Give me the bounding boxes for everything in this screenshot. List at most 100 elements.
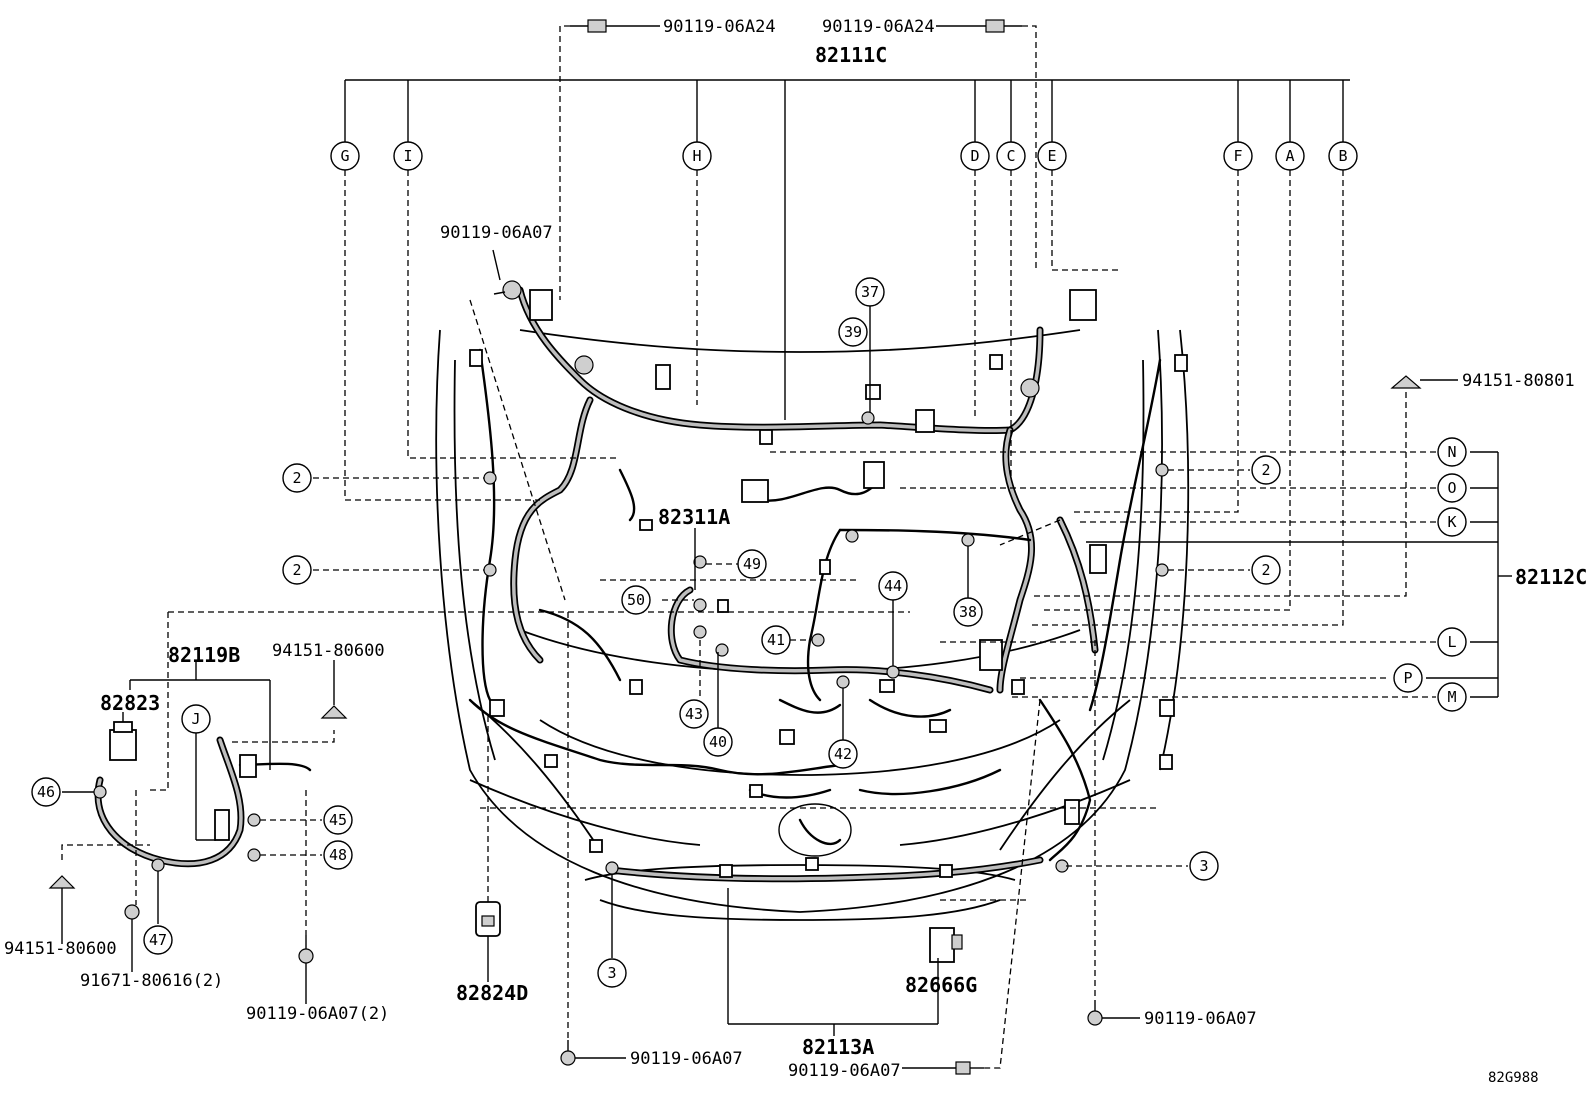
part-number-label: 90119-06A07 bbox=[630, 1049, 743, 1069]
svg-text:L: L bbox=[1447, 633, 1456, 651]
svg-text:2: 2 bbox=[292, 469, 301, 487]
part-number-label: 91671-80616(2) bbox=[80, 971, 223, 991]
svg-text:P: P bbox=[1403, 669, 1412, 687]
callout-37: 37 bbox=[855, 277, 885, 307]
bolt-icon bbox=[985, 19, 1022, 33]
dashed-reference-lines bbox=[61, 25, 1436, 1069]
part-number-label: 90119-06A24 bbox=[822, 17, 935, 37]
callout-2: 2 bbox=[1251, 555, 1281, 585]
svg-text:B: B bbox=[1338, 147, 1347, 165]
callout-H: H bbox=[682, 141, 712, 171]
relay-82666g-icon bbox=[929, 927, 963, 963]
part-number-label: 82113A bbox=[802, 1035, 874, 1059]
svg-text:37: 37 bbox=[861, 283, 879, 301]
svg-text:3: 3 bbox=[607, 964, 616, 982]
callout-B: B bbox=[1328, 141, 1358, 171]
svg-text:2: 2 bbox=[292, 561, 301, 579]
letter-callouts: G I H D C E F A B N O K L P M J bbox=[181, 141, 1467, 734]
svg-text:44: 44 bbox=[884, 577, 902, 595]
sensor-82824d-icon bbox=[475, 901, 501, 937]
svg-text:O: O bbox=[1447, 479, 1456, 497]
reference-code: 82G988 bbox=[1488, 1070, 1539, 1086]
svg-text:F: F bbox=[1233, 147, 1242, 165]
part-number-label: 90119-06A07 bbox=[1144, 1009, 1257, 1029]
svg-text:K: K bbox=[1447, 513, 1456, 531]
callout-I: I bbox=[393, 141, 423, 171]
callout-M: M bbox=[1437, 682, 1467, 712]
connector-blocks bbox=[214, 289, 1188, 878]
callout-39: 39 bbox=[838, 317, 868, 347]
callout-38: 38 bbox=[953, 597, 983, 627]
svg-text:47: 47 bbox=[149, 931, 167, 949]
svg-text:G: G bbox=[340, 147, 349, 165]
svg-text:49: 49 bbox=[743, 555, 761, 573]
svg-text:M: M bbox=[1447, 688, 1456, 706]
callout-2: 2 bbox=[282, 463, 312, 493]
clip-icon bbox=[48, 875, 76, 889]
clip-icon bbox=[1390, 375, 1422, 389]
part-number-label: 90119-06A07 bbox=[788, 1061, 901, 1081]
callout-L: L bbox=[1437, 627, 1467, 657]
connector-82823-icon bbox=[109, 721, 137, 761]
svg-text:50: 50 bbox=[627, 591, 645, 609]
callout-D: D bbox=[960, 141, 990, 171]
callout-2: 2 bbox=[1251, 455, 1281, 485]
part-number-label: 90119-06A24 bbox=[663, 17, 776, 37]
svg-text:42: 42 bbox=[834, 745, 852, 763]
part-number-label: 90119-06A07 bbox=[440, 223, 553, 243]
callout-A: A bbox=[1275, 141, 1305, 171]
part-number-label: 94151-80600 bbox=[4, 939, 117, 959]
svg-text:N: N bbox=[1447, 443, 1456, 461]
svg-text:H: H bbox=[692, 147, 701, 165]
main-harness-bundle bbox=[94, 286, 1099, 883]
callout-G: G bbox=[330, 141, 360, 171]
svg-text:J: J bbox=[191, 710, 200, 728]
clip-icon bbox=[320, 705, 348, 719]
svg-text:39: 39 bbox=[844, 323, 862, 341]
leader-lines bbox=[61, 25, 1512, 1069]
svg-text:45: 45 bbox=[329, 811, 347, 829]
clamp-points bbox=[93, 355, 1169, 875]
svg-text:46: 46 bbox=[37, 783, 55, 801]
svg-text:E: E bbox=[1047, 147, 1056, 165]
bolt-icon bbox=[124, 904, 140, 932]
bolt-icon bbox=[955, 1061, 984, 1075]
callout-3: 3 bbox=[1189, 851, 1219, 881]
callout-2: 2 bbox=[282, 555, 312, 585]
part-number-label: 82823 bbox=[100, 691, 160, 715]
callout-48: 48 bbox=[323, 840, 353, 870]
callout-P: P bbox=[1393, 663, 1423, 693]
part-number-label: 82824D bbox=[456, 981, 528, 1005]
bolt-icon bbox=[493, 280, 522, 300]
callout-O: O bbox=[1437, 473, 1467, 503]
part-number-label: 94151-80801 bbox=[1462, 371, 1575, 391]
svg-text:43: 43 bbox=[685, 705, 703, 723]
callout-42: 42 bbox=[828, 739, 858, 769]
callout-50: 50 bbox=[621, 585, 651, 615]
svg-text:2: 2 bbox=[1261, 461, 1270, 479]
svg-text:C: C bbox=[1006, 147, 1015, 165]
svg-text:2: 2 bbox=[1261, 561, 1270, 579]
part-number-label: 90119-06A07(2) bbox=[246, 1004, 389, 1024]
part-number-label: 82119B bbox=[168, 643, 240, 667]
svg-text:40: 40 bbox=[709, 733, 727, 751]
svg-text:41: 41 bbox=[767, 631, 785, 649]
bolt-icon bbox=[298, 935, 314, 964]
callout-40: 40 bbox=[703, 727, 733, 757]
part-number-label: 82666G bbox=[905, 973, 977, 997]
callout-43: 43 bbox=[679, 699, 709, 729]
part-number-label: 94151-80600 bbox=[272, 641, 385, 661]
part-number-labels: 90119-06A24 90119-06A24 82111C 90119-06A… bbox=[4, 17, 1587, 1086]
svg-text:A: A bbox=[1285, 147, 1294, 165]
svg-text:48: 48 bbox=[329, 846, 347, 864]
svg-text:3: 3 bbox=[1199, 857, 1208, 875]
callout-45: 45 bbox=[323, 805, 353, 835]
bolt-icon bbox=[560, 1040, 576, 1066]
callout-E: E bbox=[1037, 141, 1067, 171]
callout-J: J bbox=[181, 704, 211, 734]
callout-F: F bbox=[1223, 141, 1253, 171]
svg-text:38: 38 bbox=[959, 603, 977, 621]
number-callouts: 2 2 2 2 3 3 37 38 39 40 41 42 43 44 45 4… bbox=[31, 277, 1281, 988]
part-number-label: 82112C bbox=[1515, 565, 1587, 589]
